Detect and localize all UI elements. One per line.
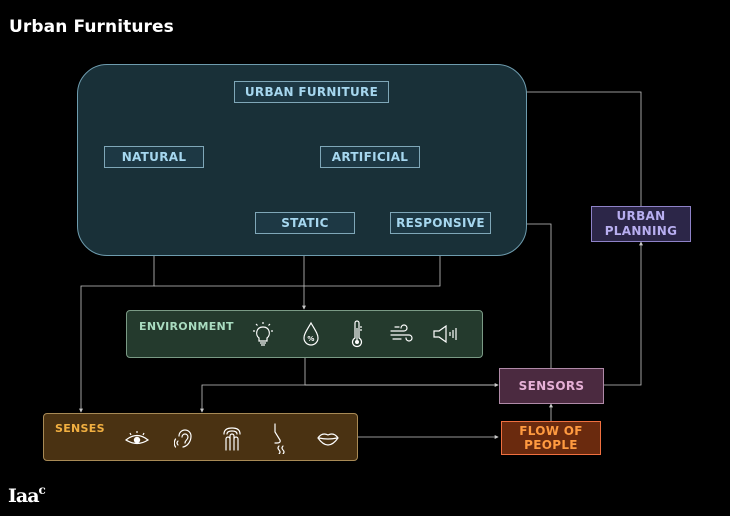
- node-natural[interactable]: NATURAL: [104, 146, 204, 168]
- thermometer-icon: [351, 320, 363, 348]
- node-environment[interactable]: ENVIRONMENT %: [126, 310, 483, 358]
- speaker-icon: [433, 324, 457, 344]
- light-bulb-icon: [253, 322, 273, 346]
- node-urban-furniture[interactable]: URBAN FURNITURE: [234, 81, 389, 103]
- eye-icon: [124, 431, 150, 445]
- ear-icon: [174, 429, 192, 448]
- humidity-drop-icon: %: [303, 321, 319, 346]
- node-sensors[interactable]: SENSORS: [499, 368, 604, 404]
- connector-sensors-to-senses: [200, 384, 498, 413]
- lips-icon: [317, 433, 339, 446]
- environment-label: ENVIRONMENT: [139, 320, 234, 333]
- node-artificial[interactable]: ARTIFICIAL: [320, 146, 420, 168]
- node-senses[interactable]: SENSES: [43, 413, 358, 461]
- connector-environment-to-sensors: [304, 358, 499, 387]
- iaac-logo: Iaac: [8, 483, 46, 507]
- wind-icon: [390, 324, 413, 342]
- connector-sensors-to-planning: [604, 241, 643, 386]
- nose-icon: [274, 423, 285, 454]
- senses-label: SENSES: [55, 422, 105, 435]
- node-urban-planning[interactable]: URBAN PLANNING: [591, 206, 691, 242]
- node-responsive[interactable]: RESPONSIVE: [390, 212, 491, 234]
- node-static[interactable]: STATIC: [255, 212, 355, 234]
- hand-touch-icon: [223, 427, 241, 451]
- node-flow-of-people[interactable]: FLOW OF PEOPLE: [501, 421, 601, 455]
- svg-text:%: %: [307, 335, 314, 343]
- page-title: Urban Furnitures: [9, 17, 174, 37]
